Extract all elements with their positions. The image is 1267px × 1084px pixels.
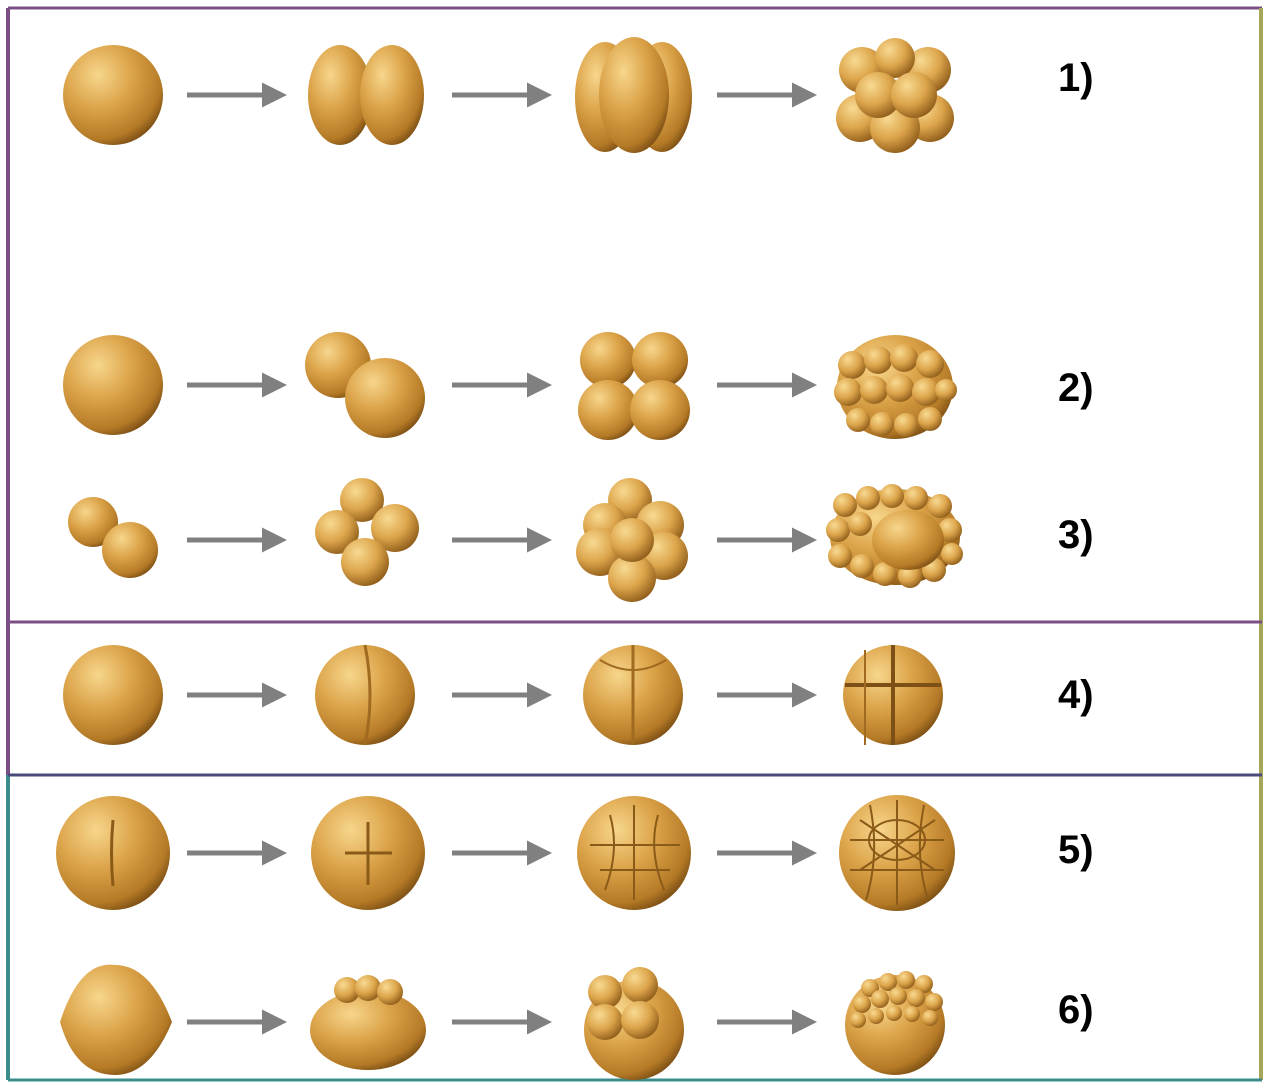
row-5: [56, 795, 955, 911]
embryo-eight-cell: [836, 38, 954, 153]
row-label-2: 2): [1058, 366, 1094, 410]
embryo-multicell-disc: [845, 971, 945, 1075]
embryo-four-cell: [315, 478, 419, 586]
row-label-4: 4): [1058, 673, 1094, 717]
embryo-one-cell: [63, 335, 163, 435]
embryo-four-cell: [578, 332, 690, 440]
row-label-3: 3): [1058, 513, 1094, 557]
embryo-two-cell: [308, 45, 424, 145]
embryo-one-cell: [60, 964, 172, 1075]
embryo-two-cell: [305, 332, 425, 438]
embryo-dividing-blastodisc: [584, 967, 684, 1080]
embryo-first-furrow: [56, 796, 170, 910]
embryo-blastoderm: [839, 795, 955, 911]
row-label-6: 6): [1058, 988, 1094, 1032]
embryo-two-cell: [315, 644, 415, 746]
embryo-four-cell: [575, 37, 692, 153]
row-1: [63, 37, 954, 153]
row-label-5: 5): [1058, 828, 1094, 872]
frame: [6, 6, 1263, 1082]
arrows: [187, 82, 817, 1035]
row-6: [60, 964, 945, 1080]
embryo-two-cell: [68, 497, 158, 578]
embryo-eight-cell: [843, 645, 943, 745]
row-4: [63, 644, 943, 746]
embryo-many-furrows: [577, 796, 691, 910]
embryo-eight-cell: [576, 478, 688, 602]
row-2: [63, 332, 957, 440]
embryo-blastodisc: [310, 975, 426, 1070]
embryo-multi-cell: [834, 335, 957, 439]
embryo-multi-cell: [826, 484, 963, 588]
row-label-1: 1): [1058, 56, 1094, 100]
embryo-one-cell: [63, 45, 163, 145]
embryo-four-cell: [583, 645, 683, 745]
embryo-one-cell: [63, 645, 163, 745]
embryo-second-furrow: [311, 796, 425, 910]
row-3: [68, 478, 963, 602]
